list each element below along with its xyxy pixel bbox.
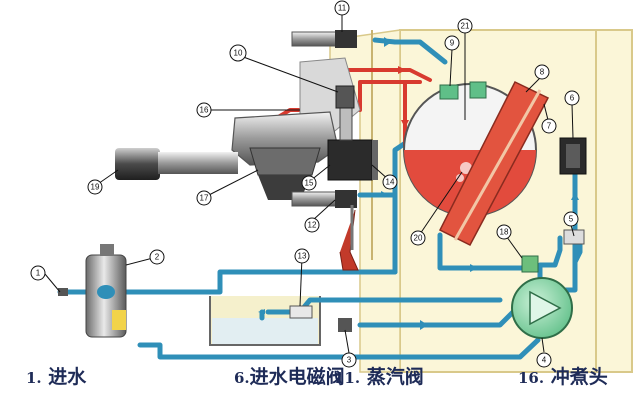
caption-text: 蒸汽阀 xyxy=(366,366,424,388)
steam-flow-arrows xyxy=(398,66,409,128)
portafilter-handle-grip xyxy=(115,148,160,180)
caption-number: 1. xyxy=(26,369,42,387)
callout-3: 3 xyxy=(347,356,352,365)
callout-5: 5 xyxy=(569,215,574,224)
callout-14: 14 xyxy=(386,178,395,187)
check-valve xyxy=(563,229,585,245)
water-flow-arrows xyxy=(258,37,579,330)
steam-wand xyxy=(339,209,359,271)
expansion-valve xyxy=(521,255,539,273)
callout-15: 15 xyxy=(305,179,314,188)
callout-2: 2 xyxy=(155,253,160,262)
caption-number: 16. xyxy=(518,369,545,387)
caption-text: 冲煮头 xyxy=(550,366,608,388)
callout-10: 10 xyxy=(234,49,243,58)
caption-steam-valve: 11. 蒸汽阀 xyxy=(334,368,424,387)
caption-inlet-solenoid-valve: 6.进水电磁阀 xyxy=(234,368,345,387)
drip-tray-water xyxy=(212,318,318,344)
inline-filter xyxy=(289,305,313,319)
callout-6: 6 xyxy=(570,94,575,103)
heating-element-mark-2 xyxy=(456,174,464,182)
callout-20: 20 xyxy=(414,234,423,243)
portafilter-basket xyxy=(249,147,321,176)
steam-valve-knob xyxy=(335,30,357,48)
callout-9: 9 xyxy=(450,39,455,48)
leader-lines xyxy=(44,14,575,354)
heating-element-mark xyxy=(460,162,472,174)
callout-21: 21 xyxy=(461,22,470,31)
heat-exchanger-inner-tube xyxy=(453,89,542,241)
callout-12: 12 xyxy=(308,221,317,230)
pressure-switch xyxy=(439,84,459,100)
callout-11: 11 xyxy=(338,4,347,13)
callout-circles xyxy=(30,0,580,368)
solenoid-coil xyxy=(327,139,373,181)
callout-19: 19 xyxy=(91,183,100,192)
safety-valve xyxy=(469,81,487,99)
portafilter-handle-shaft xyxy=(158,152,238,174)
softener-label xyxy=(112,310,126,330)
caption-number: 6. xyxy=(234,369,250,387)
callout-17: 17 xyxy=(200,194,209,203)
callout-16: 16 xyxy=(200,106,209,115)
callout-4: 4 xyxy=(542,356,547,365)
flow-valve xyxy=(338,318,352,332)
callout-labels: 1 2 3 4 5 6 7 8 9 10 11 12 13 14 15 16 1… xyxy=(36,4,575,365)
water-solenoid-core xyxy=(566,144,580,168)
callout-8: 8 xyxy=(540,68,545,77)
inlet-fitting xyxy=(58,288,68,296)
solenoid-stem xyxy=(339,107,353,141)
callout-1: 1 xyxy=(36,269,41,278)
caption-brew-head: 16. 冲煮头 xyxy=(518,368,608,387)
softener-cap xyxy=(100,244,114,256)
callout-13: 13 xyxy=(298,252,307,261)
caption-number: 11. xyxy=(334,369,361,387)
pump-arrow xyxy=(529,290,562,326)
callout-7: 7 xyxy=(547,122,552,131)
caption-text: 进水 xyxy=(48,366,87,388)
caption-water-inlet: 1. 进水 xyxy=(26,368,86,387)
caption-text: 进水电磁阀 xyxy=(249,366,345,388)
hot-water-valve-knob xyxy=(335,190,357,208)
callout-18: 18 xyxy=(500,228,509,237)
valve-flange xyxy=(372,140,378,180)
softener-inlet xyxy=(97,285,115,299)
valve-10 xyxy=(335,85,355,109)
